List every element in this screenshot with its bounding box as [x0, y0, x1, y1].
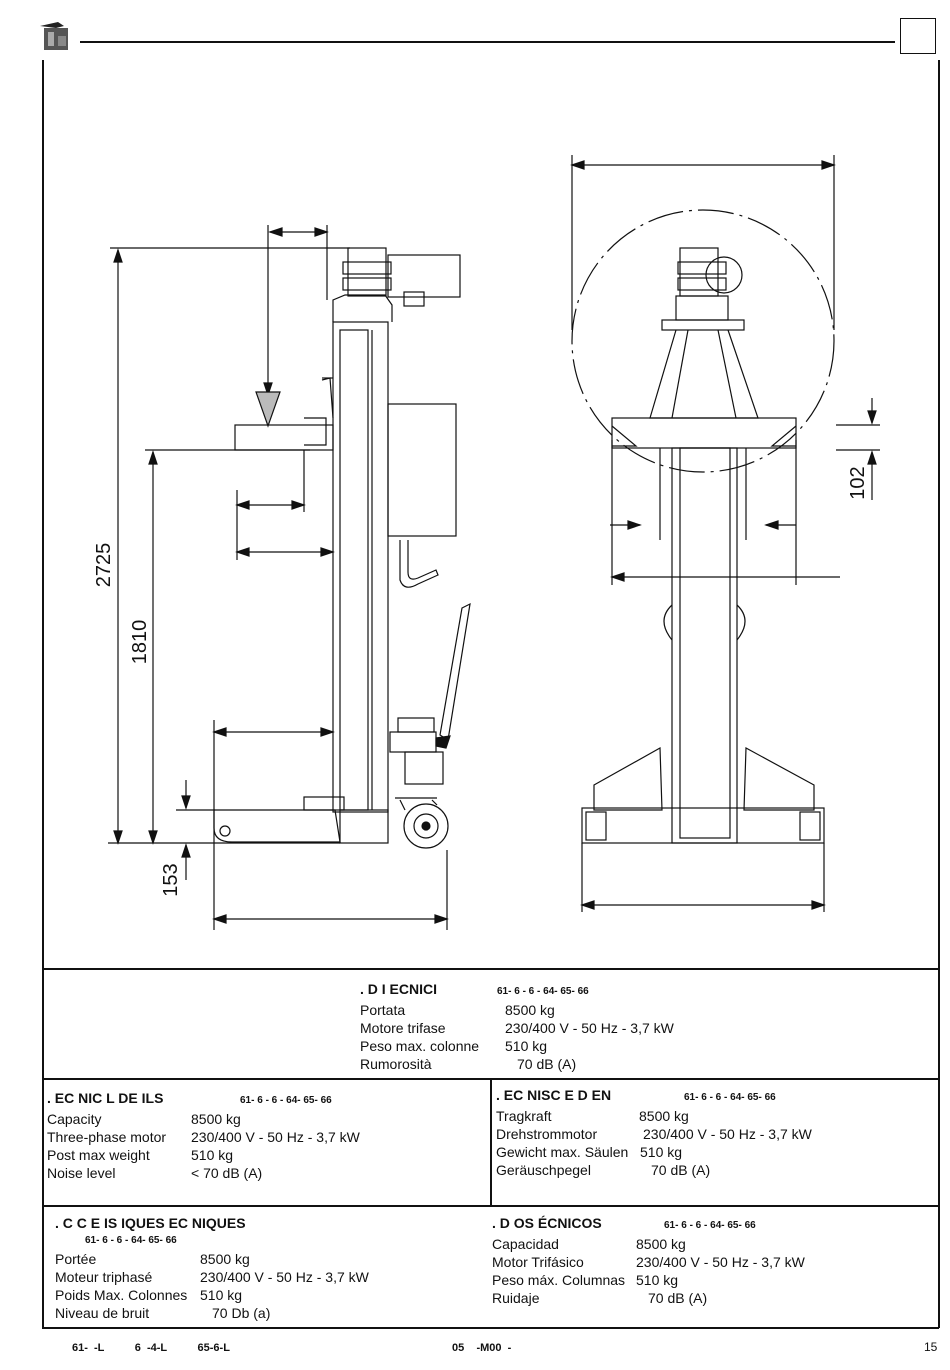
page-marker-box	[900, 18, 936, 54]
footer-models: 61- -L 6 -4-L 65-6-L	[72, 1342, 230, 1354]
spec-value: 510 kg	[191, 1147, 234, 1163]
spec-value: 510 kg	[636, 1272, 679, 1288]
spec-panel-es: . D OS ÉCNICOS 61- 6 - 6 - 64- 65- 66 Ca…	[492, 1214, 932, 1307]
spec-label: Three-phase motor	[47, 1129, 167, 1145]
frame-bottom	[42, 1327, 939, 1329]
spec-value: < 70 dB (A)	[191, 1165, 263, 1181]
spec-panel-de: . EC NISC E D EN 61- 6 - 6 - 64- 65- 66 …	[496, 1086, 936, 1179]
spec-panel-it: . D I ECNICI 61- 6 - 6 - 64- 65- 66 Port…	[360, 980, 920, 1073]
spec-value: 510 kg	[640, 1144, 683, 1160]
spec-header-es: . D OS ÉCNICOS	[492, 1215, 602, 1231]
dim-102: 102	[847, 466, 869, 499]
spec-header-fr: . C C E IS IQUES EC NIQUES	[55, 1215, 246, 1231]
spec-label: Poids Max. Colonnes	[55, 1287, 188, 1303]
spec-label: Moteur triphasé	[55, 1269, 153, 1285]
spec-panel-fr: . C C E IS IQUES EC NIQUES 61- 6 - 6 - 6…	[55, 1214, 485, 1322]
spec-value: 8500 kg	[639, 1108, 689, 1124]
spec-value: 8500 kg	[636, 1236, 686, 1252]
spec-label: Peso máx. Columnas	[492, 1272, 626, 1288]
dim-153: 153	[160, 863, 182, 896]
spec-value: 230/400 V - 50 Hz - 3,7 kW	[505, 1020, 674, 1036]
brand-logo	[38, 14, 78, 54]
header-rule	[80, 41, 895, 43]
spec-models-en: 61- 6 - 6 - 64- 65- 66	[240, 1095, 332, 1106]
spec-value: 8500 kg	[191, 1111, 241, 1127]
spec-label: Noise level	[47, 1165, 116, 1181]
spec-header-en: . EC NIC L DE ILS	[47, 1090, 164, 1106]
dim-1810: 1810	[129, 620, 151, 665]
spec-label: Tragkraft	[496, 1108, 552, 1124]
spec-label: Niveau de bruit	[55, 1305, 150, 1321]
spec-value: 510 kg	[200, 1287, 243, 1303]
spec-value: 230/400 V - 50 Hz - 3,7 kW	[191, 1129, 360, 1145]
table-divider	[490, 1078, 492, 1205]
frame-left	[42, 60, 44, 1328]
page-number: 15	[924, 1340, 938, 1354]
table-rule-3	[42, 1205, 939, 1207]
spec-models-de: 61- 6 - 6 - 64- 65- 66	[684, 1092, 776, 1103]
spec-value: 70 dB (A)	[517, 1056, 577, 1072]
spec-value: 70 dB (A)	[651, 1162, 711, 1178]
spec-value: 70 Db (a)	[212, 1305, 271, 1321]
spec-models-it: 61- 6 - 6 - 64- 65- 66	[497, 986, 589, 997]
spec-value: 8500 kg	[200, 1251, 250, 1267]
table-rule-1	[42, 968, 939, 970]
dim-2725: 2725	[93, 543, 115, 588]
frame-right	[938, 60, 940, 1328]
spec-value: 230/400 V - 50 Hz - 3,7 kW	[643, 1126, 812, 1142]
spec-label: Capacidad	[492, 1236, 559, 1252]
spec-label: Ruidaje	[492, 1290, 540, 1306]
spec-label: Portée	[55, 1251, 97, 1267]
spec-models-es: 61- 6 - 6 - 64- 65- 66	[664, 1220, 756, 1231]
technical-drawing: 2725 1810 153 102	[93, 155, 880, 930]
spec-label: Motore trifase	[360, 1020, 446, 1036]
spec-value: 510 kg	[505, 1038, 548, 1054]
spec-label: Gewicht max. Säulen	[496, 1144, 629, 1160]
spec-label: Motor Trifásico	[492, 1254, 584, 1270]
spec-value: 230/400 V - 50 Hz - 3,7 kW	[200, 1269, 369, 1285]
spec-panel-en: . EC NIC L DE ILS 61- 6 - 6 - 64- 65- 66…	[47, 1089, 487, 1182]
spec-label: Capacity	[47, 1111, 102, 1127]
spec-label: Peso max. colonne	[360, 1038, 480, 1054]
spec-models-fr: 61- 6 - 6 - 64- 65- 66	[85, 1235, 177, 1246]
spec-header-it: . D I ECNICI	[360, 981, 438, 997]
spec-label: Rumorosità	[360, 1056, 432, 1072]
footer-code: 05 -M00 -	[452, 1342, 512, 1354]
spec-value: 8500 kg	[505, 1002, 555, 1018]
spec-value: 230/400 V - 50 Hz - 3,7 kW	[636, 1254, 805, 1270]
spec-label: Post max weight	[47, 1147, 150, 1163]
spec-label: Drehstrommotor	[496, 1126, 598, 1142]
spec-label: Geräuschpegel	[496, 1162, 591, 1178]
spec-label: Portata	[360, 1002, 406, 1018]
spec-value: 70 dB (A)	[648, 1290, 708, 1306]
spec-header-de: . EC NISC E D EN	[496, 1087, 612, 1103]
